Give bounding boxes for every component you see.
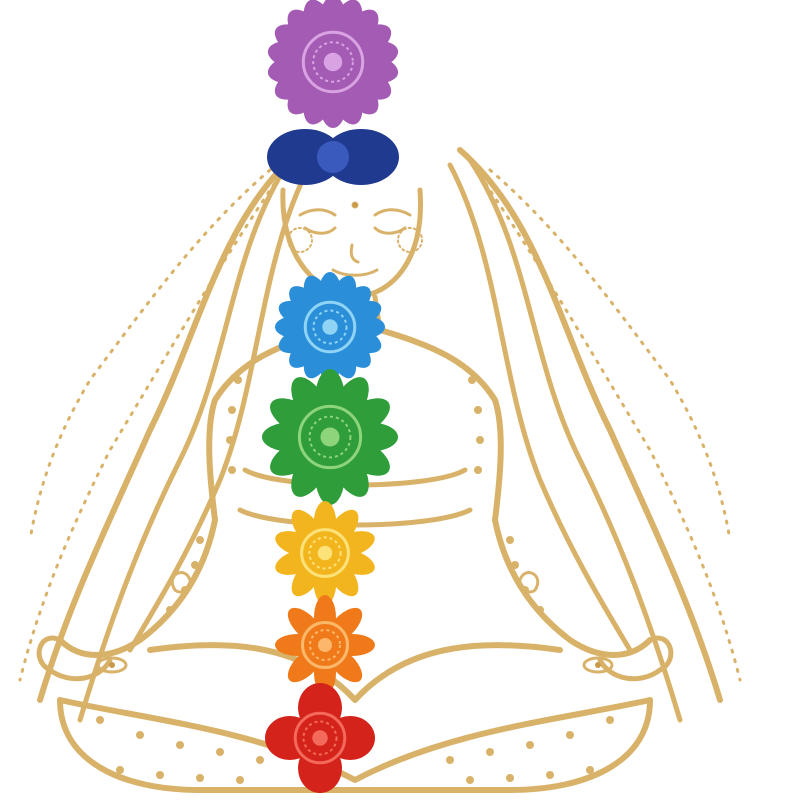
- chakra-column: [262, 0, 399, 793]
- decor-dot: [116, 766, 124, 774]
- decor-dot: [526, 741, 534, 749]
- chakra-center: [320, 427, 340, 447]
- chakra-center: [323, 52, 343, 72]
- decor-dot: [196, 774, 204, 782]
- body-dot-decorations: [96, 376, 614, 784]
- chakra-heart: [262, 369, 398, 505]
- chakra-crown: [267, 0, 399, 128]
- chakra-throat: [275, 272, 385, 382]
- chakra-solar-plexus: [275, 501, 375, 605]
- decor-dot: [236, 776, 244, 784]
- chakra-center: [317, 545, 333, 561]
- decor-dot: [96, 716, 104, 724]
- decor-dot: [474, 466, 482, 474]
- chakra-sacral: [275, 595, 375, 695]
- chakra-root: [265, 683, 375, 793]
- face-details: [287, 201, 423, 277]
- chakra-center: [312, 730, 328, 746]
- decor-dot: [181, 586, 189, 594]
- chakra-ring: [309, 629, 341, 661]
- chakra-ring: [302, 720, 338, 756]
- decor-dot: [256, 756, 264, 764]
- decor-dot: [476, 436, 484, 444]
- hair: [18, 147, 742, 723]
- decor-dot: [536, 606, 544, 614]
- decor-dot: [446, 756, 454, 764]
- decor-dot: [586, 766, 594, 774]
- decor-dot: [521, 586, 529, 594]
- decor-dot: [546, 771, 554, 779]
- chakra-petal: [323, 129, 399, 185]
- decor-dot: [234, 376, 242, 384]
- chakra-center: [317, 141, 349, 173]
- chakra-center: [322, 319, 338, 335]
- decor-dot: [506, 536, 514, 544]
- decor-dot: [468, 376, 476, 384]
- decor-dot: [474, 406, 482, 414]
- chakra-ring: [312, 309, 348, 345]
- decor-dot: [606, 716, 614, 724]
- decor-dot: [511, 561, 519, 569]
- decor-dot: [216, 748, 224, 756]
- decor-dot: [466, 776, 474, 784]
- chakra-ring: [308, 415, 352, 459]
- decor-dot: [226, 436, 234, 444]
- decor-dot: [166, 606, 174, 614]
- decor-dot: [228, 466, 236, 474]
- decor-dot: [176, 741, 184, 749]
- chakra-petal: [267, 129, 343, 185]
- decor-dot: [191, 561, 199, 569]
- chakra-third-eye: [267, 129, 399, 185]
- decor-dot: [506, 774, 514, 782]
- chakra-ring: [308, 536, 342, 570]
- decor-dot: [156, 771, 164, 779]
- decor-dot: [228, 406, 236, 414]
- decor-dot: [196, 536, 204, 544]
- decor-dot: [486, 748, 494, 756]
- decor-dot: [566, 731, 574, 739]
- chakra-center: [318, 638, 332, 652]
- chakra-ring: [312, 41, 354, 83]
- decor-dot: [136, 731, 144, 739]
